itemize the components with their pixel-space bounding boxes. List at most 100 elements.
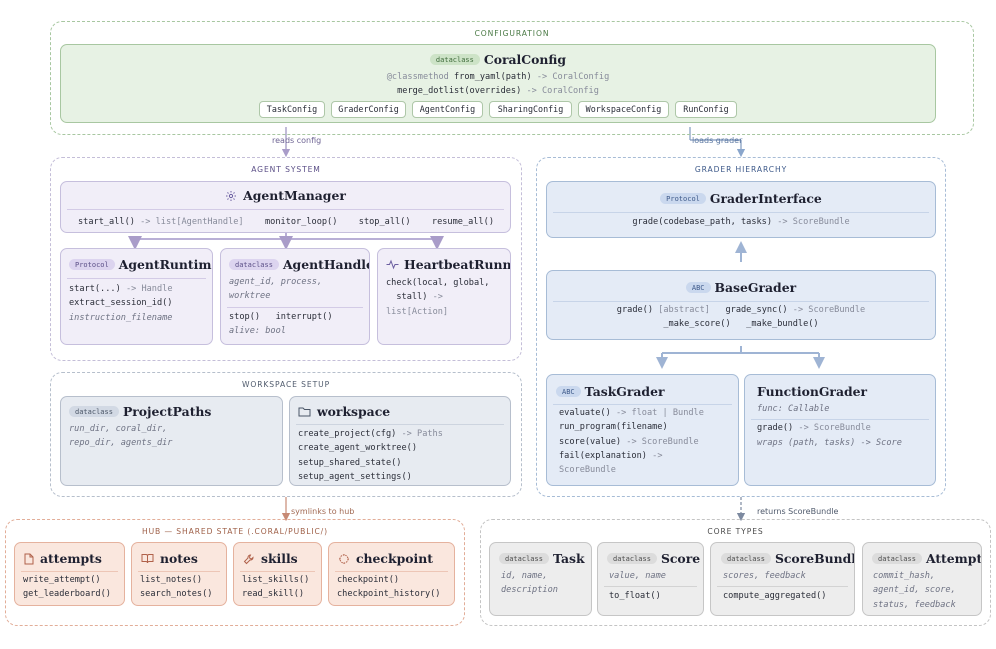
leaderboard-line: get_leaderboard() xyxy=(23,589,111,600)
dataclass-badge: dataclass xyxy=(721,553,771,564)
group-title: CORE TYPES xyxy=(707,527,764,536)
agent-handle-card[interactable]: dataclass AgentHandle agent_id, process,… xyxy=(220,248,370,345)
alive-line: alive: bool xyxy=(229,325,286,336)
group-title: CONFIGURATION xyxy=(474,29,550,38)
attempt-fields-line1: commit_hash, xyxy=(873,571,936,581)
task-fields-line1: id, name, xyxy=(501,571,548,581)
task-grader-card[interactable]: ABC TaskGrader evaluate() -> float | Bun… xyxy=(546,374,739,486)
handle-fields-line1: agent_id, process, xyxy=(229,277,323,287)
dataclass-badge: dataclass xyxy=(499,553,549,564)
create-project-line: create_project(cfg) -> Paths xyxy=(298,429,443,439)
protocol-badge: Protocol xyxy=(660,193,706,204)
project-paths-title: ProjectPaths xyxy=(122,404,212,419)
sharing-config-box[interactable]: SharingConfig xyxy=(489,101,572,118)
workspace-card[interactable]: workspace create_project(cfg) -> Paths c… xyxy=(289,396,511,486)
checkpoint-card[interactable]: checkpoint checkpoint() checkpoint_histo… xyxy=(328,542,455,606)
workspace-config-box[interactable]: WorkspaceConfig xyxy=(578,101,669,118)
grade-interface-line: grade(codebase_path, tasks) -> ScoreBund… xyxy=(632,217,850,227)
dataclass-badge: dataclass xyxy=(872,553,922,564)
fail-return-line: ScoreBundle xyxy=(559,465,616,476)
skills-card[interactable]: skills list_skills() read_skill() xyxy=(233,542,322,606)
task-card[interactable]: dataclass Task id, name, description xyxy=(489,542,592,616)
configuration-group: CONFIGURATION xyxy=(50,21,974,135)
gear-icon xyxy=(225,190,237,202)
wrench-icon xyxy=(243,553,255,565)
setup-settings-line: setup_agent_settings() xyxy=(298,471,412,482)
read-skill-line: read_skill() xyxy=(242,589,305,600)
workspace-setup-group: WORKSPACE SETUP xyxy=(50,372,522,497)
task-fields-line2: description xyxy=(501,585,558,596)
score-card[interactable]: dataclass Score value, name to_float() xyxy=(597,542,704,616)
abc-badge: ABC xyxy=(685,282,711,293)
attempt-fields-line2: agent_id, score, xyxy=(873,585,956,596)
from-yaml-line: @classmethod from_yaml(path) -> CoralCon… xyxy=(386,72,610,82)
dataclass-badge: dataclass xyxy=(229,259,279,270)
run-config-box[interactable]: RunConfig xyxy=(675,101,737,118)
folder-icon xyxy=(298,406,311,417)
to-float-line: to_float() xyxy=(609,591,661,602)
returns-label: returns ScoreBundle xyxy=(757,507,839,516)
score-fields-line: value, name xyxy=(609,571,666,581)
paths-line1: run_dir, coral_dir, xyxy=(69,424,168,434)
extract-session-line: extract_session_id() xyxy=(69,298,173,309)
heartbeat-runner-card[interactable]: HeartbeatRunner check(local, global, sta… xyxy=(377,248,511,345)
grader-hierarchy-group: GRADER HIERARCHY xyxy=(536,157,946,497)
base-grader-card[interactable]: ABC BaseGrader grade() [abstract] grade_… xyxy=(546,270,936,340)
attempt-card[interactable]: dataclass Attempt commit_hash, agent_id,… xyxy=(862,542,982,616)
setup-shared-line: setup_shared_state() xyxy=(298,457,402,468)
list-notes-line: list_notes() xyxy=(140,575,203,585)
paths-line2: repo_dir, agents_dir xyxy=(69,438,173,449)
agent-handle-title: AgentHandle xyxy=(282,257,370,272)
instruction-filename-line: instruction_filename xyxy=(69,312,173,323)
agent-manager-methods: start_all() -> list[AgentHandle] monitor… xyxy=(78,217,494,227)
compute-aggregated-line: compute_aggregated() xyxy=(723,591,827,602)
group-title: HUB — SHARED STATE (.CORAL/PUBLIC/) xyxy=(141,527,329,536)
bundle-fields-line: scores, feedback xyxy=(723,571,806,581)
grader-config-box[interactable]: GraderConfig xyxy=(331,101,406,118)
agent-manager-card[interactable]: AgentManager start_all() -> list[AgentHa… xyxy=(60,181,511,233)
merge-dotlist-line: merge_dotlist(overrides) -> CoralConfig xyxy=(397,86,599,97)
project-paths-card[interactable]: dataclass ProjectPaths run_dir, coral_di… xyxy=(60,396,283,486)
group-title: WORKSPACE SETUP xyxy=(241,380,331,389)
task-grader-title: TaskGrader xyxy=(584,384,665,399)
attempt-fields-line3: status, feedback xyxy=(873,599,956,610)
workspace-title: workspace xyxy=(317,404,391,419)
func-callable-line: func: Callable xyxy=(757,404,830,414)
agent-system-group: AGENT SYSTEM xyxy=(50,157,522,361)
handle-methods-line: stop() interrupt() xyxy=(229,311,333,322)
protocol-badge: Protocol xyxy=(69,259,115,270)
fail-line: fail(explanation) -> xyxy=(559,450,663,461)
base-make-line: _make_score() _make_bundle() xyxy=(663,319,819,330)
agent-runtime-card[interactable]: Protocol AgentRuntime start(...) -> Hand… xyxy=(60,248,213,345)
checkpoint-line: checkpoint() xyxy=(337,575,400,585)
book-icon xyxy=(141,553,154,564)
grader-interface-card[interactable]: Protocol GraderInterface grade(codebase_… xyxy=(546,181,936,238)
attempts-card[interactable]: attempts write_attempt() get_leaderboard… xyxy=(14,542,125,606)
write-attempt-line: write_attempt() xyxy=(23,575,101,585)
run-program-line: run_program(filename) xyxy=(559,422,668,433)
sparkle-icon xyxy=(338,553,350,565)
score-title: Score xyxy=(660,551,701,566)
dataclass-badge: dataclass xyxy=(429,54,480,65)
notes-card[interactable]: notes list_notes() search_notes() xyxy=(131,542,227,606)
score-bundle-card[interactable]: dataclass ScoreBundle scores, feedback c… xyxy=(710,542,855,616)
agent-manager-title: AgentManager xyxy=(243,188,346,203)
function-grader-card[interactable]: FunctionGrader func: Callable grade() ->… xyxy=(744,374,936,486)
search-notes-line: search_notes() xyxy=(140,589,213,600)
start-line: start(...) -> Handle xyxy=(69,284,173,294)
coral-config-card[interactable]: dataclass CoralConfig @classmethod from_… xyxy=(60,44,936,123)
dataclass-badge: dataclass xyxy=(607,553,657,564)
func-grade-line: grade() -> ScoreBundle xyxy=(757,423,871,434)
skills-title: skills xyxy=(261,551,298,566)
hub-group: HUB — SHARED STATE (.CORAL/PUBLIC/) xyxy=(5,519,465,626)
heartbeat-runner-title: HeartbeatRunner xyxy=(404,257,511,272)
reads-config-label: reads config xyxy=(272,136,322,145)
evaluate-line: evaluate() -> float | Bundle xyxy=(559,408,704,418)
coral-config-title: CoralConfig xyxy=(483,52,567,67)
group-title: GRADER HIERARCHY xyxy=(694,165,788,174)
agent-runtime-title: AgentRuntime xyxy=(118,257,213,272)
task-config-box[interactable]: TaskConfig xyxy=(259,101,325,118)
function-grader-title: FunctionGrader xyxy=(757,384,868,399)
agent-config-box[interactable]: AgentConfig xyxy=(412,101,483,118)
score-bundle-title: ScoreBundle xyxy=(774,551,855,566)
